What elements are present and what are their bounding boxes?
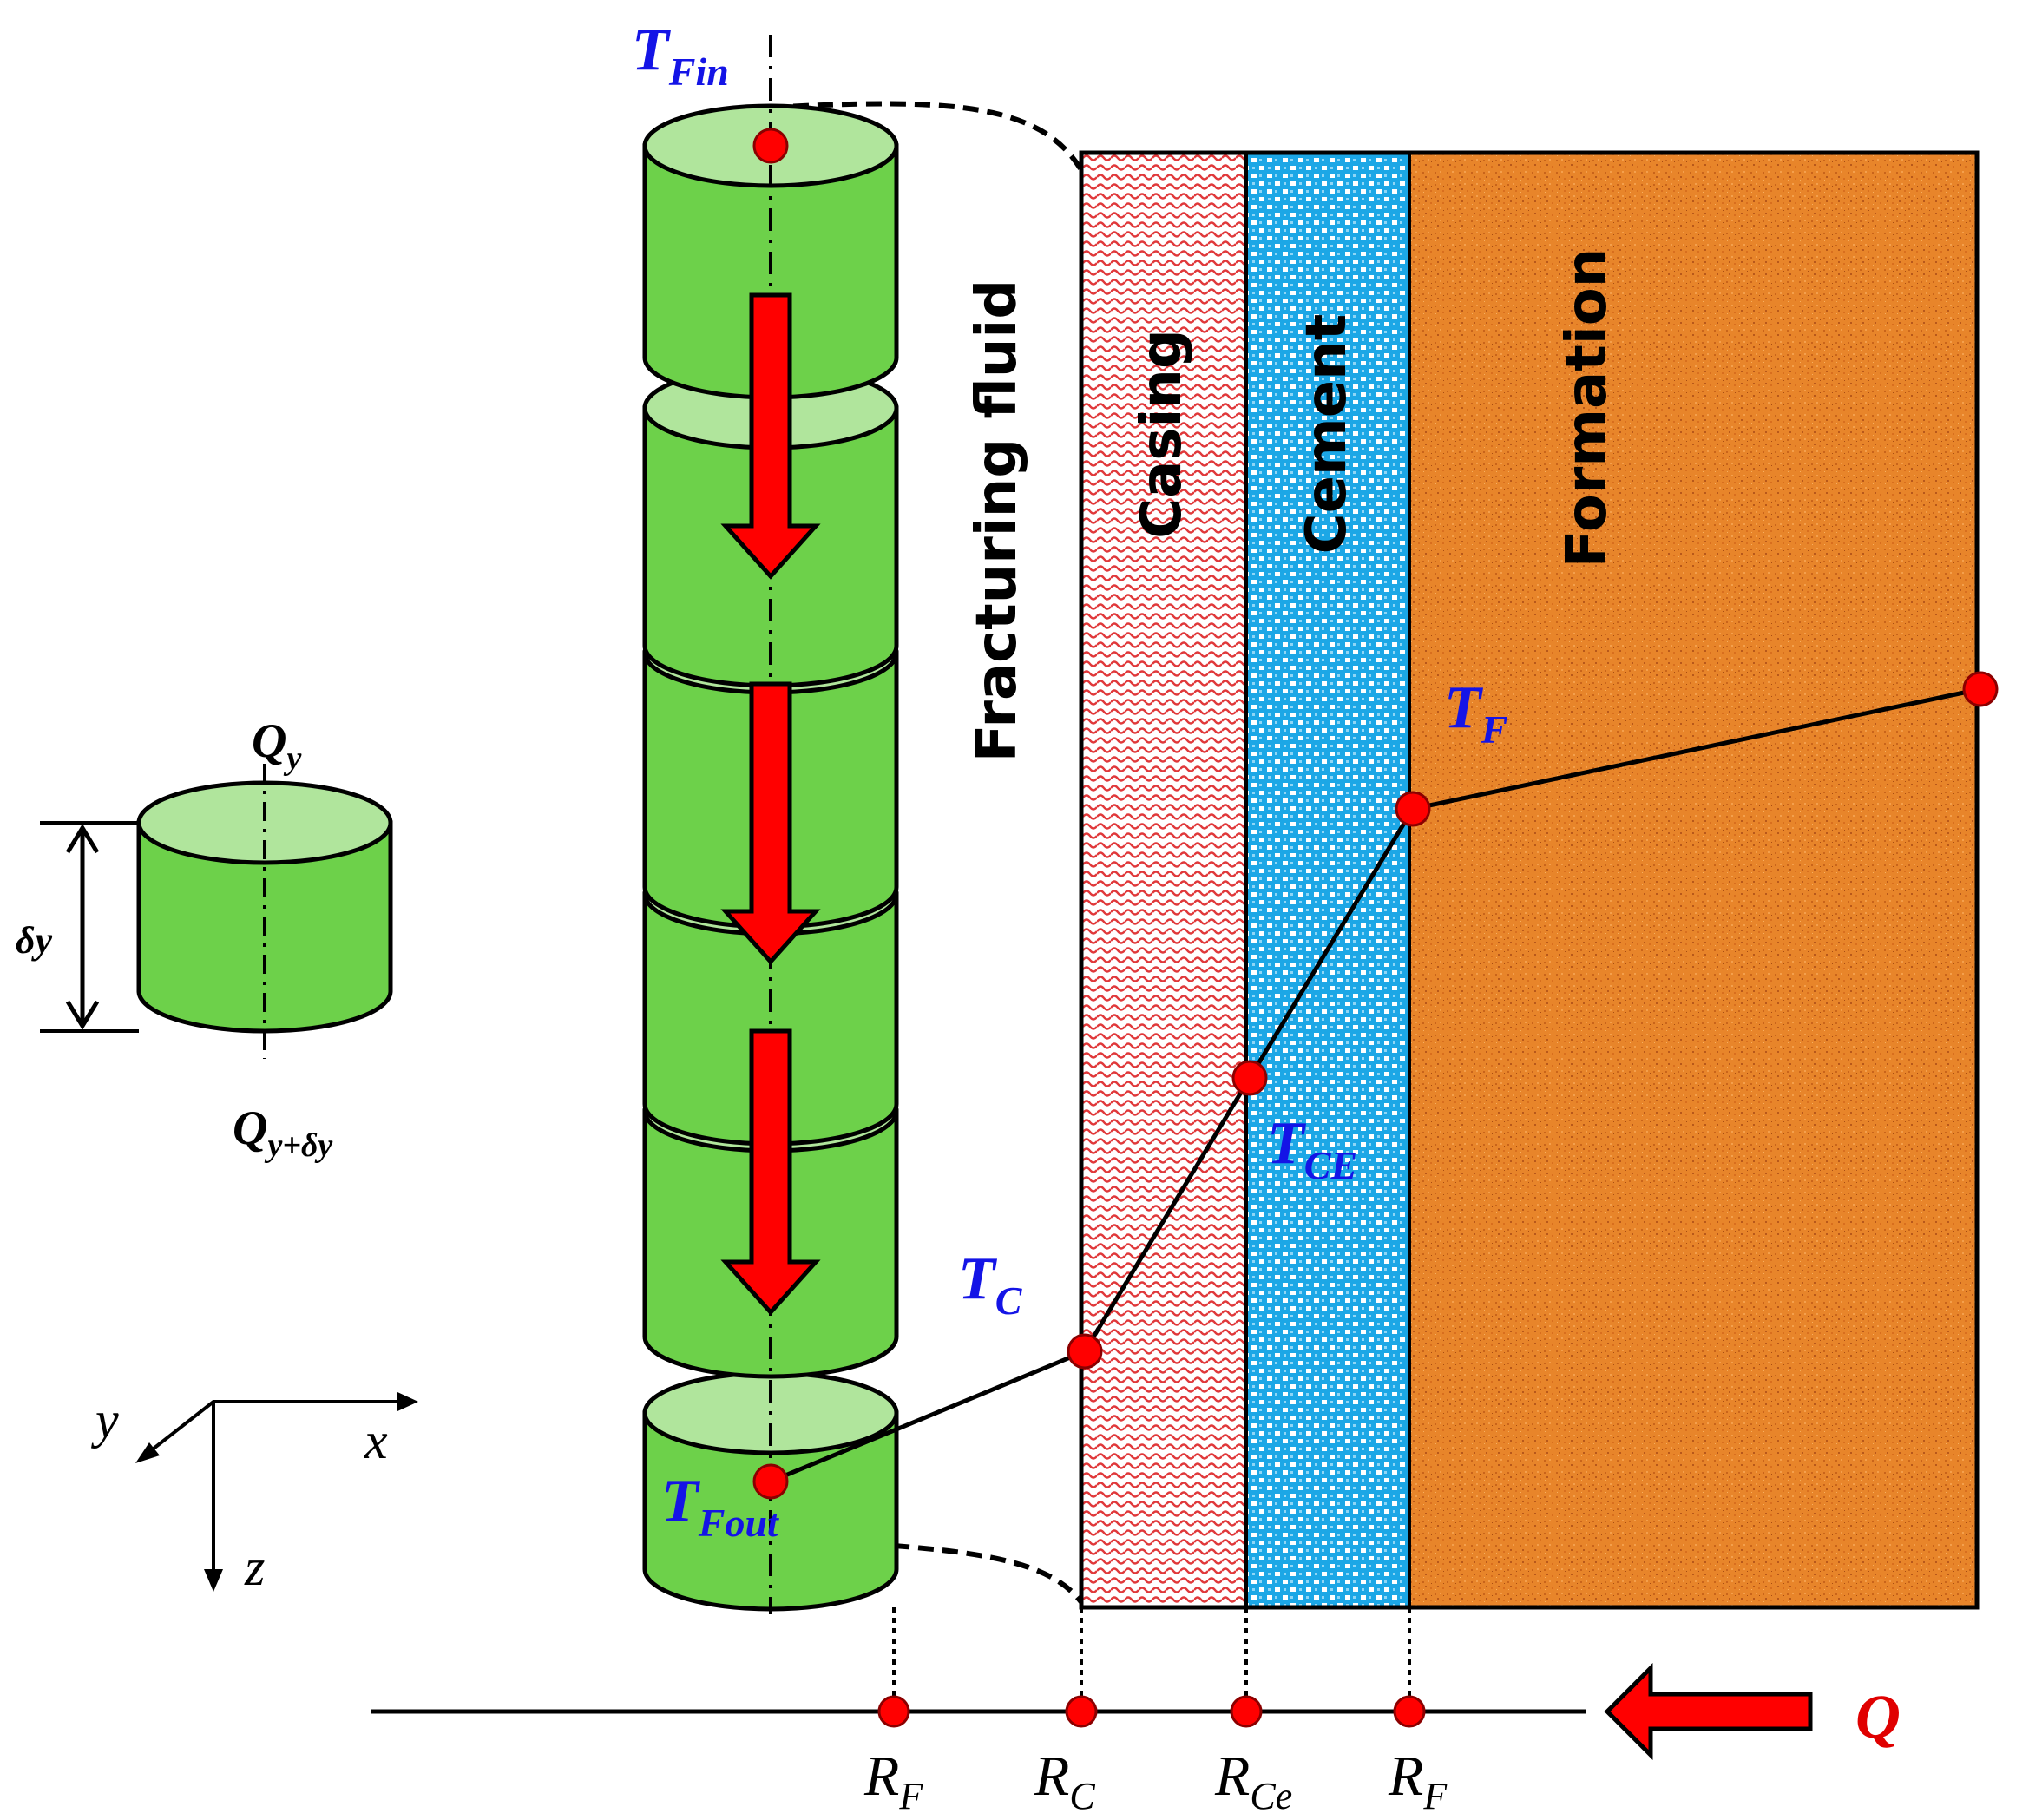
top-dashed-connector [768,101,1084,172]
r-c-label: RC [1034,1744,1095,1817]
cement-label: Cement [1295,314,1359,555]
control-element-cylinder [136,764,393,1059]
y-axis-label: y [90,1391,119,1449]
flow-arrows [720,292,821,1316]
t-ce-point [1231,1060,1268,1096]
r-f-inner-point [877,1695,910,1728]
bottom-dashed-connector [893,1543,1084,1604]
t-fin-label: TFin [632,16,729,94]
t-fin-point [752,128,789,164]
t-ce-label: TCE [1267,1110,1357,1187]
r-ce-label: RCe [1214,1744,1292,1817]
t-f-point [1395,791,1431,827]
element-height-arrow [65,824,100,1030]
t-c-point [1067,1333,1103,1370]
formation-layer [1409,153,1977,1607]
cement-layer [1246,153,1409,1607]
fluid-label: Fracturing fluid [965,279,1029,762]
element-height-label: δy [16,919,53,962]
q-top-label: Qy [252,714,301,777]
r-c-point [1065,1695,1098,1728]
flow-down-arrow [720,292,821,580]
heat-flux-label: Q [1855,1682,1901,1751]
flow-down-arrow [720,1028,821,1316]
casing-label: Casing [1130,329,1194,539]
t-c-label: TC [958,1245,1023,1323]
layers-outline [1079,150,1980,1610]
q-bottom-label: Qy+δy [233,1101,332,1164]
heat-flux-arrow [1604,1662,1813,1761]
r-ce-point [1230,1695,1263,1728]
z-axis-label: z [244,1539,265,1596]
r-f-inner-label: RF [863,1744,923,1817]
formation-label: Formation [1555,248,1619,568]
r-f-outer-label: RF [1388,1744,1448,1817]
x-axis-label: x [364,1412,388,1469]
t-f-label: TF [1444,674,1507,752]
t-fout-label: TFout [661,1468,779,1545]
radius-dotted-guides [892,1607,1411,1712]
r-f-outer-point [1393,1695,1426,1728]
casing-layer [1081,153,1246,1607]
far-field-point [1962,671,1999,707]
flow-down-arrow [720,681,821,965]
coordinate-axes [135,1392,418,1592]
t-fout-point [752,1463,789,1500]
